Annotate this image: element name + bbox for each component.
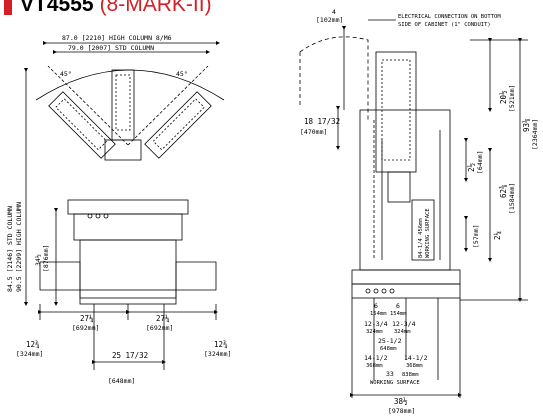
- working-surface-label: WORKING SURFACE: [370, 380, 420, 386]
- d-overall-label: 93⅛: [522, 118, 531, 132]
- dim-154-b: 154mm: [390, 311, 407, 317]
- dim-33: 33: [386, 370, 394, 378]
- dim-648: 648mm: [380, 346, 397, 352]
- foot-left-mm-label: [324mm]: [16, 350, 43, 358]
- dim-1412-a: 14-1/2: [364, 354, 388, 362]
- d-top-mm-label: [521mm]: [508, 85, 516, 112]
- top-offset-label: 4: [332, 8, 336, 16]
- left-dim-mm-label: [470mm]: [300, 128, 327, 136]
- dim-2512: 25-1/2: [378, 337, 402, 345]
- d-small-label: 2¼: [493, 230, 502, 240]
- table-height-mm-label: [876mm]: [42, 245, 50, 272]
- foot-left-label: 12¾: [26, 340, 40, 349]
- inner-right-label: 27¼: [156, 314, 170, 323]
- column-spec-label: 84-1/4 456mm: [418, 218, 424, 258]
- table-height-label: 34½: [34, 254, 42, 266]
- base-depth-label: 38½: [394, 397, 408, 406]
- electrical-note-1: ELECTRICAL CONNECTION ON BOTTOM: [398, 14, 501, 20]
- inner-left-label: 27¼: [80, 314, 94, 323]
- angle-line-left: [47, 65, 129, 146]
- side-gearbox: [387, 171, 411, 203]
- front-view: [24, 41, 225, 370]
- angle-line-right: [127, 65, 209, 146]
- head-right: [144, 91, 212, 159]
- d-lower-mm-label: [1584mm]: [508, 183, 516, 214]
- d-small-mm-label: [57mm]: [472, 225, 480, 248]
- side-base: [351, 283, 461, 299]
- width-std-label: 79.0 [2007] STD COLUMN: [68, 44, 154, 52]
- foot-right: [175, 261, 217, 291]
- angle-left-label: 45°: [60, 70, 72, 78]
- cabinet: [79, 239, 177, 299]
- column-inner: [115, 74, 131, 131]
- page-title: VT4555 (8-MARK-II): [4, 0, 212, 17]
- height-high-label: 90.5 [2299] HIGH COLUMN: [15, 202, 23, 292]
- model-name: VT4555: [20, 0, 94, 16]
- dim-368-a: 368mm: [366, 363, 383, 369]
- dim-838: 838mm: [402, 372, 419, 378]
- dim-368-b: 368mm: [406, 363, 423, 369]
- base-width-mm-label: [648mm]: [108, 377, 135, 385]
- electrical-note-2: SIDE OF CABINET (1" CONDUIT): [398, 22, 491, 28]
- width-high-label: 87.0 [2210] HIGH COLUMN 8/M6: [62, 34, 172, 42]
- dim-1234-b: 12-3/4: [392, 320, 416, 328]
- d-mid-label: 2½: [467, 162, 476, 172]
- dim-1412-b: 14-1/2: [404, 354, 428, 362]
- height-std-label: 84.5 [2146] STD COLUMN: [6, 206, 14, 292]
- d-overall-mm-label: [2364mm]: [531, 119, 539, 150]
- inner-left-mm-label: [692mm]: [72, 324, 99, 332]
- column-surface-label: WORKING SURFACE: [425, 208, 431, 258]
- foot-right-mm-label: [324mm]: [204, 350, 231, 358]
- angle-right-label: 45°: [176, 70, 188, 78]
- base-width-label: 25 17/32: [112, 351, 148, 360]
- base-depth-mm-label: [978mm]: [388, 407, 415, 415]
- d-mid-mm-label: [64mm]: [476, 151, 484, 174]
- dim-154-a: 154mm: [370, 311, 387, 317]
- side-view: [299, 19, 528, 398]
- dim-6-a: 6: [374, 302, 378, 310]
- title-accent-bar: [4, 0, 12, 15]
- center-column: [111, 69, 135, 141]
- dim-324-b: 324mm: [394, 329, 411, 335]
- side-cabinet: [359, 109, 451, 271]
- base-plate: [79, 289, 177, 305]
- side-base-top: [351, 269, 461, 285]
- model-variant: (8-MARK-II): [99, 0, 212, 16]
- foot-right-label: 12¾: [214, 340, 228, 349]
- left-dim-label: 18 17/32: [304, 117, 340, 126]
- top-offset-mm-label: [102mm]: [316, 16, 343, 24]
- bottom-dimension-stack: 6 154mm 6 154mm 12-3/4 324mm 12-3/4 324m…: [364, 302, 428, 378]
- side-swing-arc: [299, 36, 369, 120]
- dim-6-b: 6: [396, 302, 400, 310]
- inner-right-mm-label: [692mm]: [146, 324, 173, 332]
- dim-1234-a: 12-3/4: [364, 320, 388, 328]
- table-top: [67, 199, 189, 215]
- column-base: [104, 139, 142, 161]
- working-surface-column: [411, 199, 435, 261]
- d-lower-label: 62⅜: [499, 184, 508, 198]
- d-top-label: 20½: [499, 90, 508, 104]
- dim-324-a: 324mm: [366, 329, 383, 335]
